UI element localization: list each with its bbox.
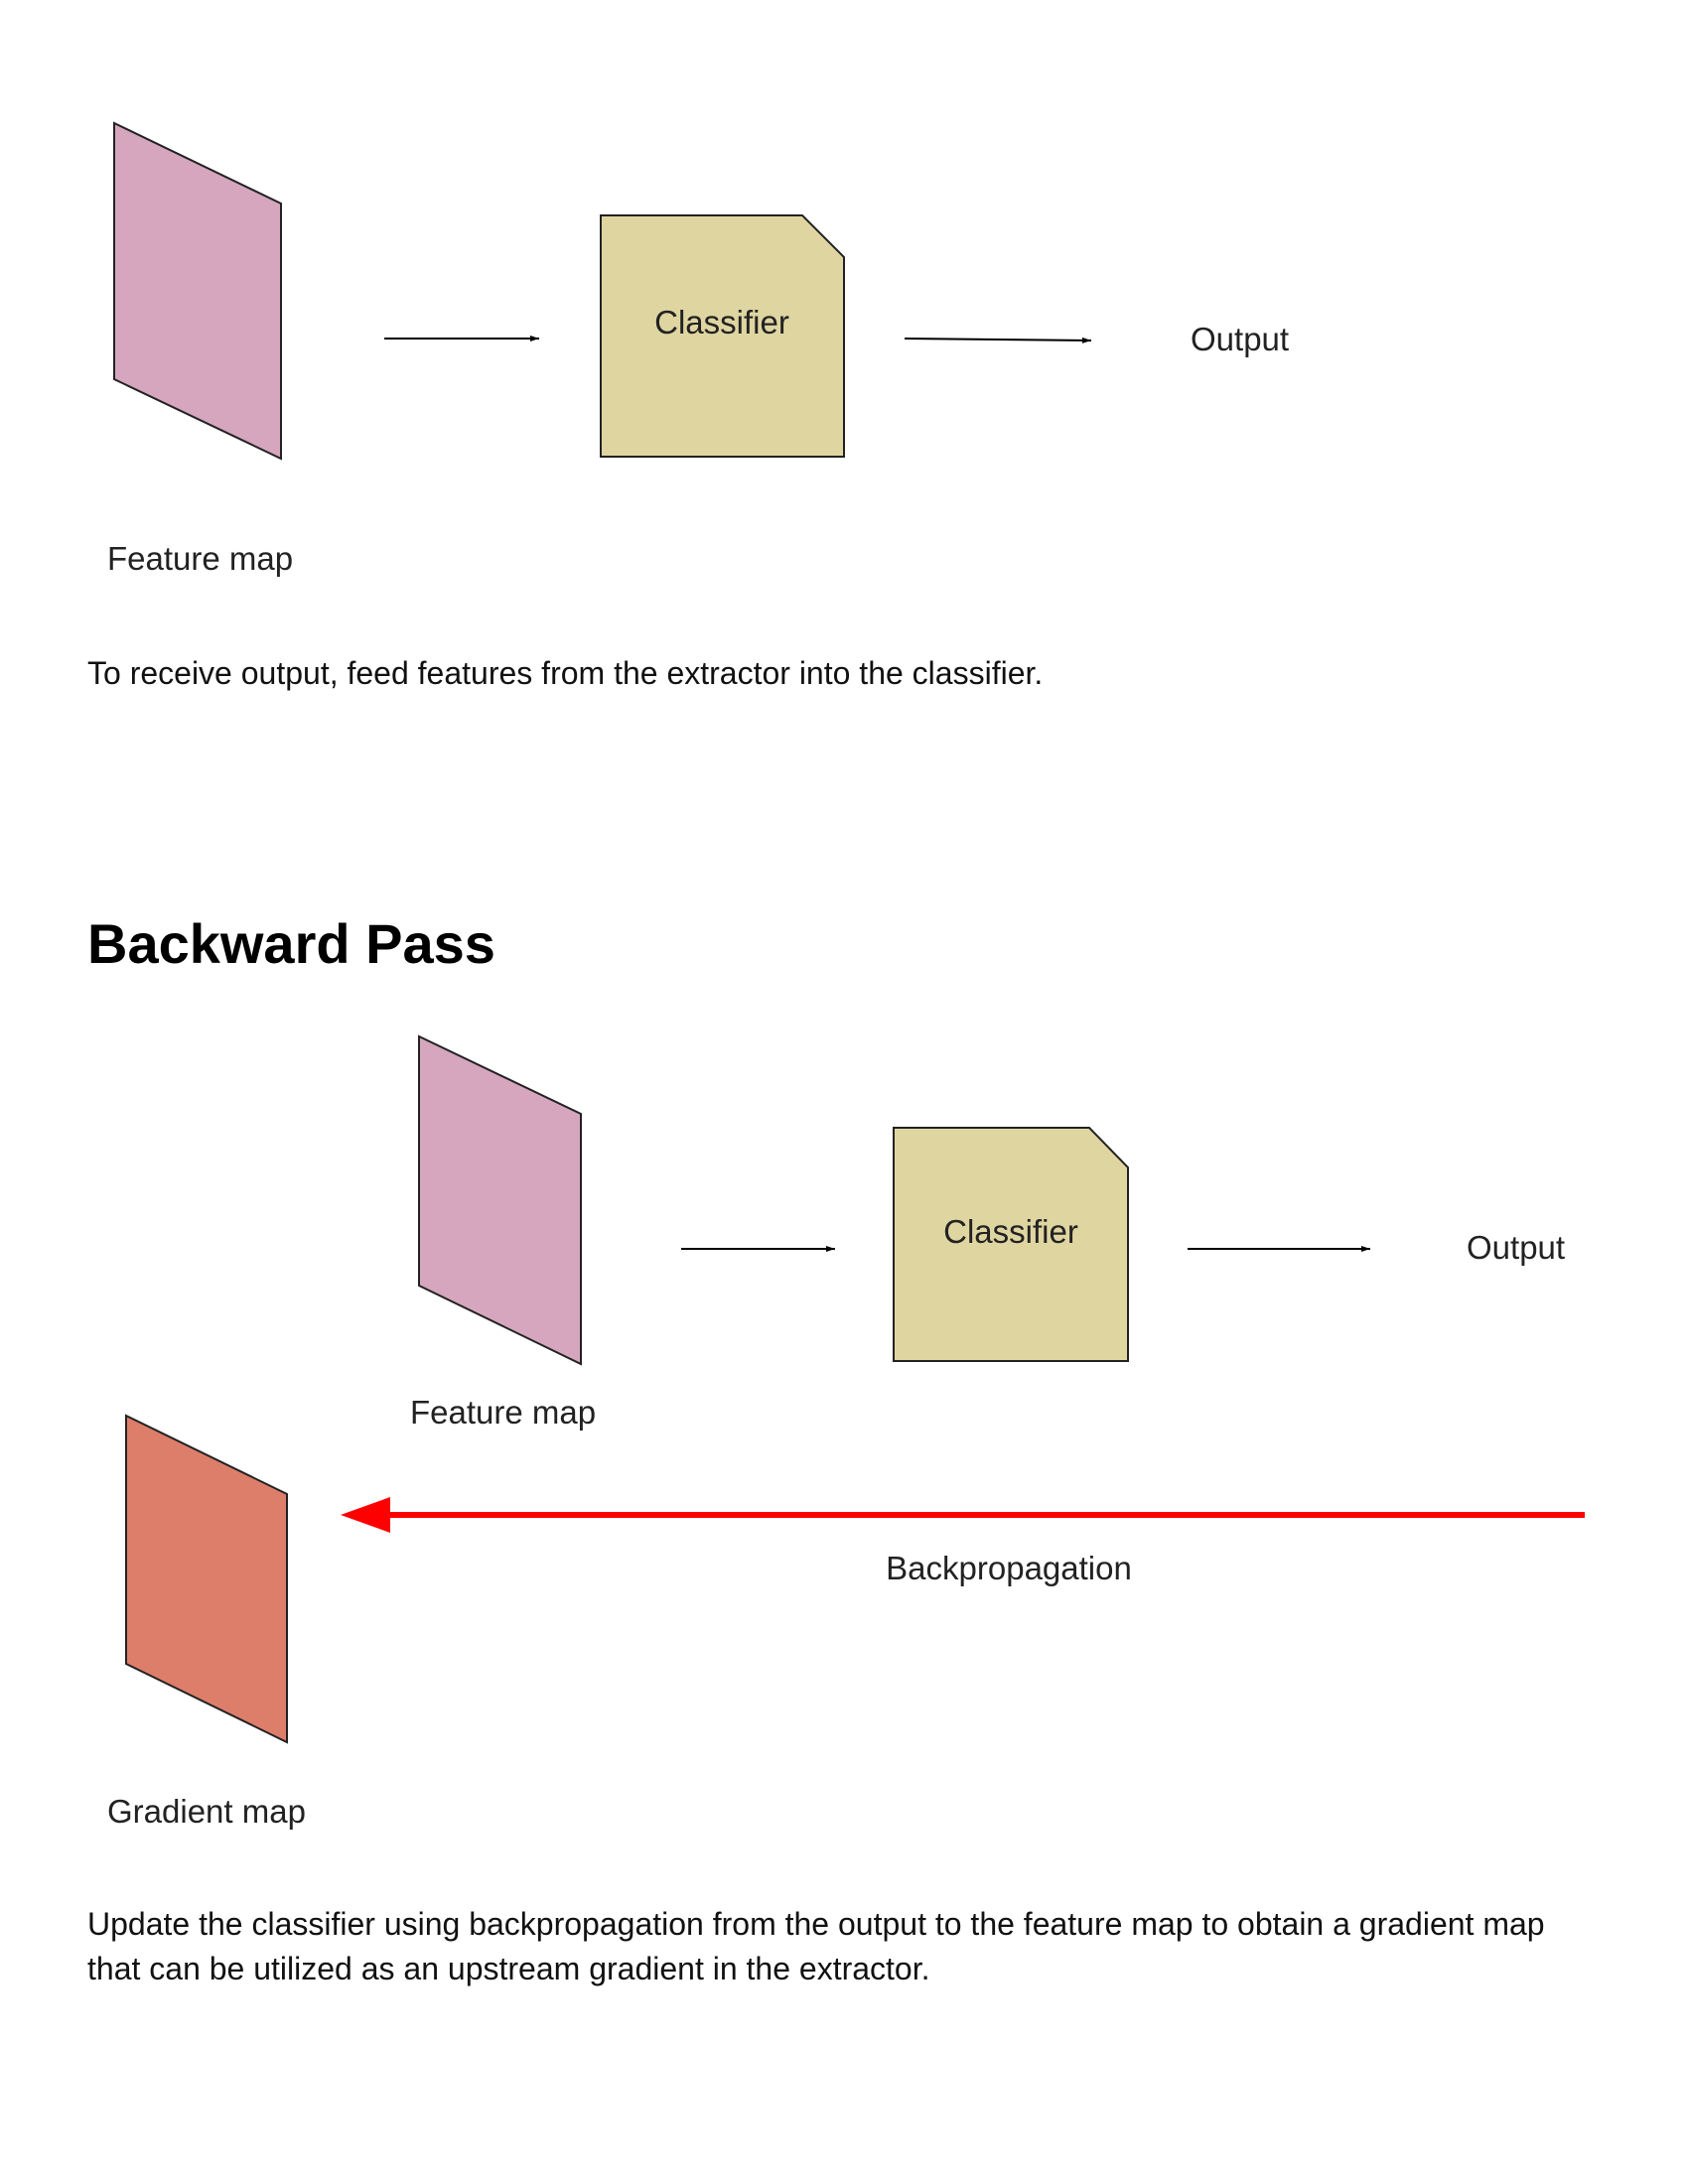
- backprop-label: Backpropagation: [886, 1550, 1132, 1586]
- forward-caption: To receive output, feed features from th…: [87, 655, 1044, 691]
- backward-classifier-label: Classifier: [943, 1213, 1078, 1250]
- gradient-map-label: Gradient map: [107, 1793, 306, 1830]
- backward-feature-map-shape: [418, 1034, 582, 1366]
- forward-output-label: Output: [1191, 321, 1289, 357]
- backprop-arrow-head: [341, 1497, 390, 1533]
- forward-classifier-shape: [600, 214, 845, 458]
- backward-diagram: Feature map Classifier Output Backpropag…: [107, 1034, 1585, 1830]
- backward-classifier-shape: [893, 1127, 1129, 1362]
- backward-caption: Update the classifier using backpropagat…: [87, 1906, 1545, 1986]
- backward-output-label: Output: [1467, 1229, 1565, 1266]
- forward-diagram: Feature map Classifier Output: [107, 121, 1289, 577]
- backward-feature-map-label: Feature map: [410, 1394, 596, 1431]
- forward-arrow-to-output: [904, 337, 1092, 343]
- forward-classifier-label: Classifier: [654, 304, 789, 341]
- gradient-map-shape: [125, 1414, 288, 1744]
- forward-feature-map-label: Feature map: [107, 540, 293, 577]
- section-heading-backward-pass: Backward Pass: [87, 912, 495, 975]
- forward-feature-map-shape: [113, 121, 282, 461]
